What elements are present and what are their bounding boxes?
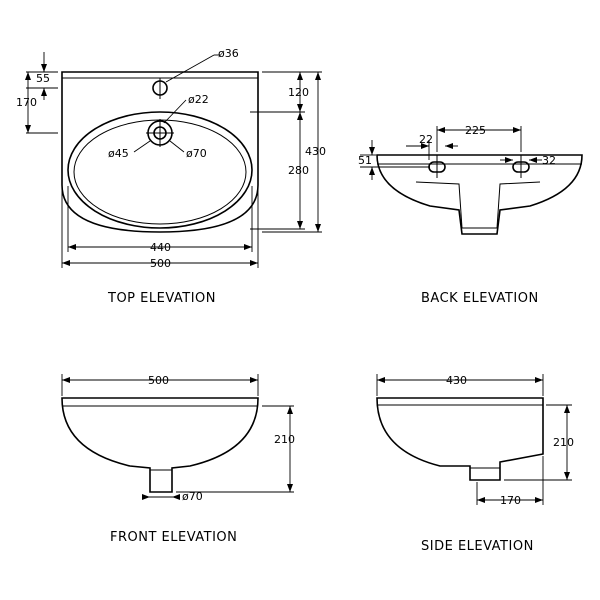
front-dim-70-arrow-b [172,494,180,500]
dim-55-label: 55 [36,72,50,85]
top-outer-rim [61,71,259,233]
front-dim-70-arrow-a [142,494,150,500]
dim-120-arrow-b [297,104,303,112]
side-dim-170-text: 170 [500,494,521,507]
side-dim-210-arrow-a [564,405,570,413]
dim-51-arrow-a [369,147,375,155]
dim-32-arrow-b [529,157,537,163]
dim-500-label: 500 [150,257,171,270]
front-dim-210-text: 210 [274,433,295,446]
side-dim-430-text: 430 [446,374,467,387]
dim-170-arrow-a [25,72,31,80]
front-dim-500-text: 500 [148,374,169,387]
dim-430-arrow-b [315,224,321,232]
dim-280-label: 280 [288,164,309,177]
side-dim-170-arrow-a [477,497,485,503]
side-dim-430-arrow-a [377,377,385,383]
dim-225-text: 225 [465,124,486,137]
dim-430-label: 430 [305,145,326,158]
dim-440-arrow-b [244,244,252,250]
dim-32-arrow-a [505,157,513,163]
waste-small-label: ø22 [188,93,209,106]
front-outline [61,397,259,493]
dim-225-arrow-a [437,127,445,133]
dim-55-arrow-b [41,88,47,96]
dim-22-arrow-a [421,143,429,149]
side-elevation-title: SIDE ELEVATION [421,539,534,554]
dim-55-arrow-a [41,64,47,72]
tap-dia-leader [165,54,215,83]
side-dim-430-arrow-b [535,377,543,383]
front-dim-500-arrow-b [250,377,258,383]
side-dim-170-arrow-b [535,497,543,503]
dim-120-arrow-a [297,72,303,80]
dim-32-text: 32 [542,154,556,167]
waste-small-leader [163,99,187,124]
dim-500-arrow-b [250,260,258,266]
side-dim-210-text: 210 [553,436,574,449]
front-dim-500-arrow-a [62,377,70,383]
dim-280-arrow-a [297,112,303,120]
dim-51-text: 51 [358,154,372,167]
back-outline [376,154,583,235]
dim-280-arrow-b [297,221,303,229]
waste-inner-label: ø45 [108,147,129,160]
tap-dia-label: ø36 [218,47,239,60]
waste-outer-label: ø70 [186,147,207,160]
dim-170-label: 170 [16,96,37,109]
top-elevation-title: TOP ELEVATION [107,291,216,306]
dim-170-arrow-b [25,125,31,133]
dim-22-text: 22 [419,133,433,146]
dim-225-arrow-b [513,127,521,133]
front-elevation-title: FRONT ELEVATION [110,530,237,545]
dim-51-arrow-b [369,167,375,175]
front-dim-70-text: ø70 [182,490,203,503]
waste-inner-leader [133,140,151,153]
side-elevation-view: 430 210 170 SIDE ELEVATION [376,374,574,554]
dim-430-arrow-a [315,72,321,80]
waste-outer-leader [169,140,185,153]
back-elevation-title: BACK ELEVATION [421,291,539,306]
dim-500-arrow-a [62,260,70,266]
front-dim-210-arrow-a [287,406,293,414]
side-dim-210-arrow-b [564,472,570,480]
front-elevation-view: 500 210 ø70 FRONT ELEVATION [61,374,295,545]
front-dim-210-arrow-b [287,484,293,492]
back-elevation-view: 500 225 22 51 32 BACK ELEVATION [358,124,583,306]
top-elevation-view: ø36 ø22 ø45 ø70 55 170 120 280 [16,47,326,306]
back-inner-lines [415,181,541,229]
dim-22-arrow-b [445,143,453,149]
side-outline [376,397,544,481]
dim-120-label: 120 [288,86,309,99]
dim-440-label: 440 [150,241,171,254]
dim-440-arrow-a [68,244,76,250]
top-bowl-outline [67,111,253,229]
